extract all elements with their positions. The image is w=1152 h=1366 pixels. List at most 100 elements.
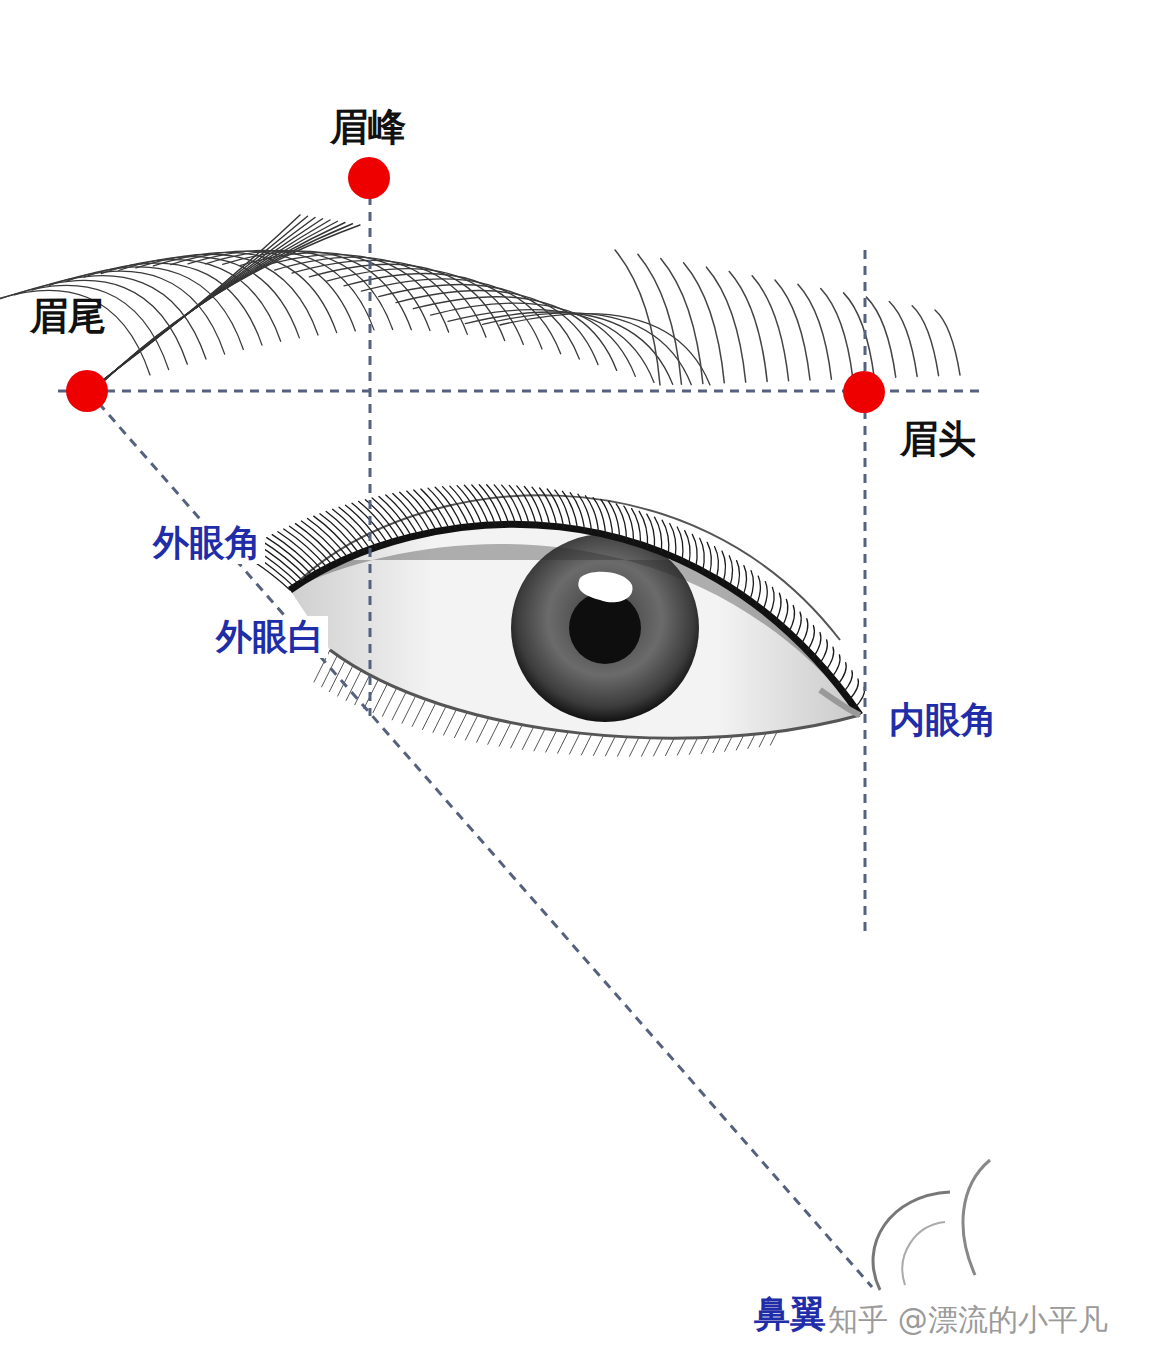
eyebrow-hairs	[0, 215, 960, 386]
lower-eyelash	[759, 733, 766, 747]
brow-hair	[292, 260, 486, 337]
eyelash	[807, 626, 814, 651]
brow-hair	[171, 251, 356, 331]
brow-hair	[98, 219, 323, 385]
eyelash	[301, 521, 343, 560]
point-label: 眉尾	[30, 295, 106, 339]
lower-eyelash	[666, 738, 675, 755]
brow-point	[66, 370, 108, 412]
upper-lid	[290, 524, 860, 715]
eyelash	[670, 524, 676, 558]
guide-line	[864, 250, 867, 935]
watermark: 知乎 @漂流的小平凡	[828, 1303, 1108, 1338]
point-label: 眉头	[900, 418, 976, 462]
lower-eyelash	[770, 732, 777, 746]
lid-crease	[300, 495, 840, 640]
eyelash	[685, 531, 690, 565]
brow-point	[348, 157, 390, 199]
lower-eyelash	[558, 732, 569, 753]
eyelash	[632, 509, 641, 545]
lower-eyelash	[581, 734, 591, 755]
lower-eyelash	[522, 727, 533, 750]
eyelash	[616, 504, 626, 540]
brow-hair	[103, 225, 360, 382]
eyelash	[524, 487, 543, 526]
eyelash	[855, 687, 865, 707]
eyelash	[776, 593, 781, 621]
brow-hair	[483, 313, 692, 385]
brow-hair	[101, 260, 280, 342]
lower-eyelash	[677, 738, 686, 755]
eyelash	[832, 655, 840, 678]
eyelash	[532, 487, 550, 526]
eyelash	[284, 529, 328, 568]
iris-group	[290, 534, 860, 722]
eyelash	[267, 538, 313, 576]
lower-eyelash	[488, 720, 500, 744]
lower-eyelash	[412, 699, 426, 726]
eyelash	[729, 556, 732, 587]
brow-hair	[84, 263, 262, 345]
lower-eyelash	[593, 735, 603, 755]
nose-bridge	[963, 1160, 990, 1275]
eyelash	[750, 571, 754, 601]
lower-lid	[330, 650, 860, 738]
brow-hair	[661, 259, 703, 384]
brow-hair	[821, 289, 853, 379]
eyelash	[763, 582, 768, 611]
brow-hair	[775, 280, 810, 380]
lower-eyelash	[382, 688, 396, 717]
eye-label: 内眼角	[889, 699, 997, 740]
eyelash	[359, 501, 394, 541]
eyelash	[715, 547, 719, 579]
eyelash	[826, 647, 834, 671]
nose-wing	[902, 1222, 945, 1285]
brow-point	[843, 371, 885, 413]
eyelash	[517, 486, 536, 525]
lower-eyelash	[570, 733, 581, 754]
brow-hair	[684, 263, 725, 383]
brow-hair	[396, 291, 598, 365]
brow-hair	[500, 314, 710, 385]
eyelash	[278, 532, 323, 571]
brow-hair	[706, 267, 745, 382]
brow-hair	[413, 297, 616, 371]
eyelash	[789, 606, 795, 633]
eyelash	[379, 497, 412, 537]
lower-eyelash	[444, 709, 457, 735]
lower-eyelash	[477, 718, 489, 743]
brow-hair	[379, 285, 580, 360]
eyelash	[555, 490, 571, 528]
brow-hair	[309, 264, 504, 340]
eyelash	[570, 493, 584, 531]
eyelash	[639, 511, 647, 547]
eyelash	[801, 619, 808, 645]
lower-eyelash	[499, 723, 511, 747]
lower-eyelash	[605, 736, 615, 756]
eyelash	[272, 535, 317, 573]
eyelash	[769, 587, 774, 615]
lower-eyelash	[630, 738, 639, 757]
brow-hair	[361, 279, 560, 354]
lower-eyelash	[689, 738, 697, 755]
brow-hair	[465, 312, 672, 384]
brow-hair	[257, 255, 448, 333]
brow-hair	[638, 254, 682, 384]
eyelash	[838, 663, 847, 685]
lower-eyelash	[654, 738, 663, 756]
eyelash	[295, 524, 337, 563]
lower-eyelash	[433, 706, 446, 732]
eyelashes	[240, 485, 864, 757]
brow-hair	[844, 293, 875, 378]
eyelash	[624, 506, 634, 542]
brow-hair	[889, 301, 917, 376]
lower-eyelash	[534, 729, 545, 751]
eyelash	[722, 551, 725, 583]
eyelash	[563, 491, 578, 529]
eyelash	[502, 485, 523, 524]
brow-hair	[119, 257, 300, 338]
eyelash	[795, 612, 801, 638]
eyelash	[662, 520, 669, 555]
eyelash	[655, 517, 662, 552]
